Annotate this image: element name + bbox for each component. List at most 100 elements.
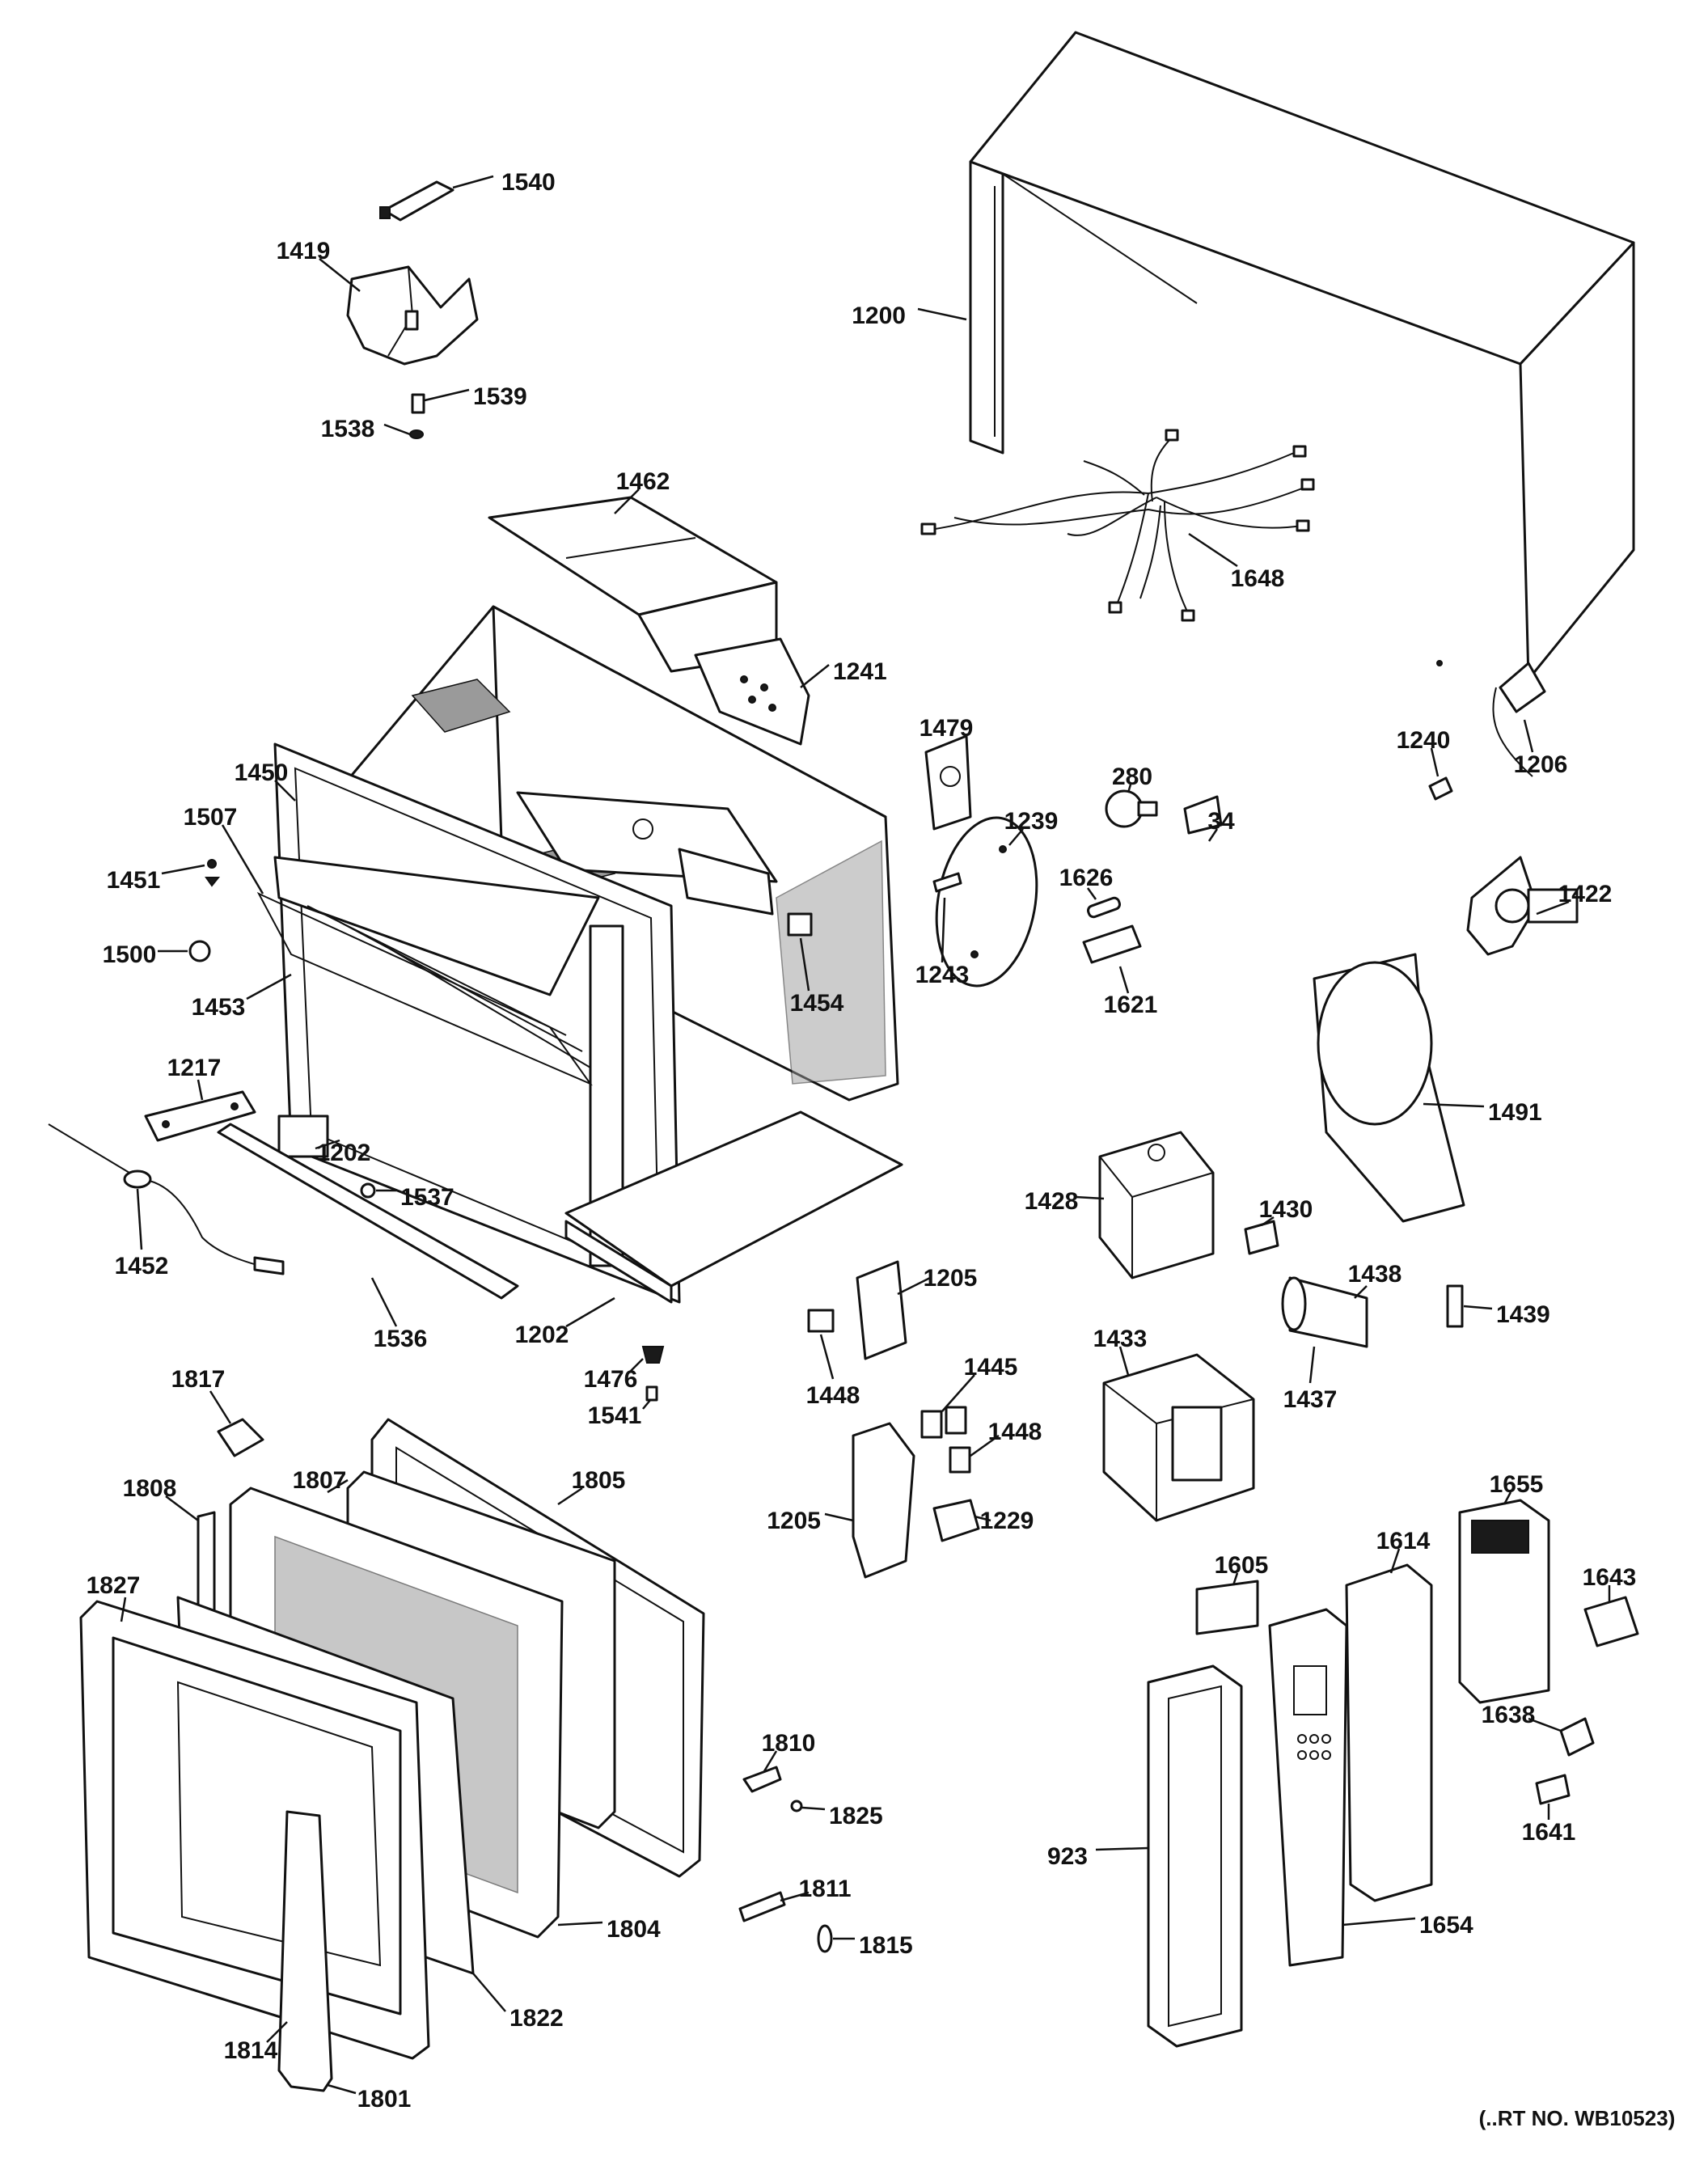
part-label-1479: 1479: [920, 715, 974, 742]
magnetron-1428: [1098, 1131, 1215, 1279]
leader-line-923: [1095, 1846, 1149, 1851]
part-label-1817: 1817: [171, 1366, 226, 1393]
part-label-1507: 1507: [184, 804, 238, 831]
part-label-1476: 1476: [584, 1366, 638, 1393]
door-frame-1827: [79, 1600, 430, 2060]
leader-line-1621: [1118, 966, 1130, 994]
part-label-1827: 1827: [87, 1572, 141, 1599]
part-label-1807: 1807: [293, 1467, 347, 1494]
part-label-1452: 1452: [115, 1253, 169, 1279]
leader-line-1241: [800, 664, 830, 688]
base-plate-1202: [277, 1110, 903, 1304]
part-label-1200: 1200: [852, 302, 906, 329]
leader-line-1448a: [819, 1334, 835, 1380]
bracket-1241: [694, 637, 810, 746]
part-label-1453: 1453: [192, 994, 246, 1021]
part-label-1243: 1243: [915, 962, 970, 988]
part-label-1648: 1648: [1231, 565, 1285, 592]
leader-line-1433: [1118, 1346, 1130, 1376]
part-label-1808: 1808: [123, 1475, 177, 1502]
keypad-1654: [1268, 1608, 1348, 1967]
leader-line-1239: [1008, 828, 1024, 846]
part-number-footer: (..RT NO. WB10523): [1479, 2106, 1676, 2130]
leader-line-1430: [1261, 1216, 1275, 1227]
part-label-1621: 1621: [1104, 992, 1158, 1018]
leader-line-1626: [1086, 887, 1097, 900]
part-label-1430: 1430: [1259, 1196, 1313, 1223]
fan-blade-1419: [346, 265, 479, 366]
part-label-1206: 1206: [1514, 751, 1568, 778]
leader-line-1450: [274, 780, 296, 802]
part-label-1825: 1825: [829, 1803, 883, 1829]
part-label-1448a: 1448: [806, 1382, 860, 1409]
part-label-1217: 1217: [167, 1055, 222, 1081]
fastener-1537: [360, 1182, 376, 1199]
part-label-1437: 1437: [1283, 1386, 1338, 1413]
probe-1452: [48, 1123, 285, 1275]
leader-line-1445: [941, 1374, 975, 1412]
leader-line-1462: [614, 489, 640, 514]
part-label-1451: 1451: [107, 867, 161, 894]
leader-line-1539: [424, 388, 470, 402]
leader-line-1822: [472, 1973, 506, 2012]
leader-line-1638: [1528, 1717, 1562, 1732]
leader-line-1817: [209, 1390, 232, 1424]
leader-line-1811: [780, 1891, 810, 1902]
leader-line-1202a: [315, 1139, 340, 1150]
part-label-1536: 1536: [374, 1326, 428, 1352]
leader-line-1217: [197, 1079, 204, 1101]
bracket-1817: [217, 1418, 264, 1457]
part-label-1814: 1814: [224, 2037, 278, 2064]
panel-1614: [1345, 1563, 1433, 1902]
door-handle-1814: [277, 1810, 333, 2092]
foot-1476-1541: [641, 1346, 665, 1402]
leader-line-1491: [1423, 1102, 1485, 1108]
part-label-1491: 1491: [1488, 1099, 1542, 1126]
leader-line-1419: [319, 258, 361, 292]
part-label-1654: 1654: [1419, 1912, 1473, 1939]
transformer-1433: [1102, 1353, 1255, 1522]
trim-923: [1147, 1664, 1243, 2048]
leader-line-1654: [1342, 1917, 1416, 1927]
screws-1451: [205, 859, 221, 887]
leader-line-1422: [1536, 900, 1570, 916]
cover-1239: [935, 816, 1038, 988]
part-label-1537: 1537: [400, 1184, 454, 1211]
part-label-1205a: 1205: [924, 1265, 978, 1292]
leader-line-1801: [327, 2083, 357, 2095]
part-label-1605: 1605: [1215, 1552, 1269, 1579]
leader-line-1507: [221, 824, 264, 895]
leader-line-1453: [246, 973, 292, 1000]
part-label-1614: 1614: [1376, 1528, 1431, 1554]
leader-line-1439: [1463, 1305, 1493, 1310]
part-label-1810: 1810: [762, 1730, 816, 1757]
part-label-1433: 1433: [1093, 1326, 1148, 1352]
part-label-1438: 1438: [1348, 1261, 1402, 1288]
part-label-1428: 1428: [1025, 1188, 1079, 1215]
part-label-1240: 1240: [1397, 727, 1451, 754]
nut-1539-1538: [409, 393, 425, 439]
window-1605: [1195, 1580, 1259, 1635]
leader-line-1437: [1308, 1346, 1316, 1384]
leader-line-280: [1127, 784, 1132, 793]
part-label-1541: 1541: [588, 1402, 642, 1429]
leader-line-1205b: [824, 1512, 854, 1522]
leader-line-1805: [557, 1487, 583, 1506]
switches-1445-1448: [920, 1406, 971, 1474]
rail-1536: [217, 1123, 519, 1300]
outer-cabinet-1200: [969, 31, 1635, 681]
board-1655: [1458, 1499, 1550, 1704]
leader-line-1655: [1503, 1491, 1512, 1505]
leader-line-1827: [120, 1597, 127, 1622]
leader-line-1200: [917, 307, 967, 321]
leader-line-1825: [801, 1806, 826, 1811]
leader-lines: [120, 175, 1611, 2095]
switch-1638: [1559, 1717, 1595, 1757]
part-label-1804: 1804: [607, 1916, 661, 1943]
part-label-1638: 1638: [1482, 1702, 1536, 1728]
part-label-1641: 1641: [1522, 1819, 1576, 1846]
leader-line-1538: [383, 423, 411, 436]
part-label-1801: 1801: [357, 2086, 412, 2113]
